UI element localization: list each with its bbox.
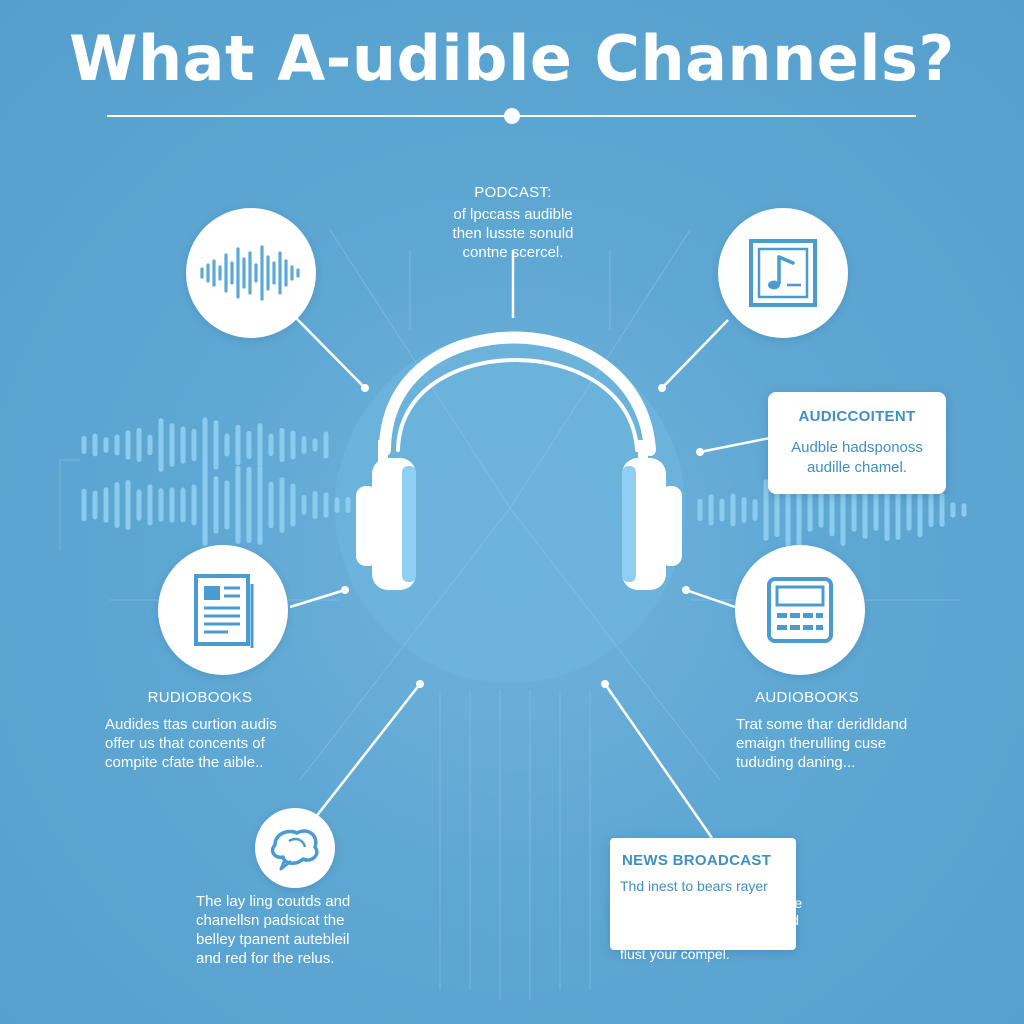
document-node[interactable] [158,545,288,675]
chat-bubbles-node[interactable] [255,808,335,888]
sound-wave-node[interactable] [186,208,316,338]
page-title: What A-udible Channels? [69,22,955,95]
podcast-line-3: contne scercel. [462,244,564,261]
sound-wave-icon [200,245,300,301]
left-waveform [81,417,362,547]
connector-lines [289,250,771,839]
podcast-line-2: then lusste sonuld [452,225,574,242]
audiobooks-left-line-1: Audides ttas curtion audis [105,716,277,733]
chat-line-4: and red for the relus. [196,950,335,967]
news-line-4: cairing the the cosdagetring [620,929,792,945]
podcast-text: PODCAST: of lpccass audible then lusste … [413,183,613,262]
audio-content-body: Audble hadsponoss audille chamel. [768,438,946,478]
audiobooks-right-line-3: tududing daning... [736,754,856,771]
audiobooks-right-heading: AUDIOBOOKS [755,689,859,706]
audiobooks-left-line-2: offer us that concents of [105,735,265,752]
connector-dots [341,384,704,688]
audiobooks-left-heading: RUDIOBOOKS [147,689,253,706]
news-broadcast-body: Thd inest to bears rayer sedut a sate th… [620,878,850,963]
news-line-5: flust your compel. [620,946,730,962]
document-icon [194,574,254,648]
music-note-node[interactable] [718,208,848,338]
news-line-2: sedut a sate that, kinlecht the [620,895,803,911]
audiobooks-right-line-2: emaign therulling cuse [736,735,887,752]
news-broadcast-heading: NEWS BROADCAST [622,852,772,869]
news-broadcast-card: NEWS BROADCAST [610,838,796,950]
podcast-line-1: of lpccass audible [453,206,573,223]
chat-text: The lay ling coutds and chanellsn padsic… [196,892,416,968]
audio-content-line-2: audille chamel. [806,459,908,476]
title-divider [107,108,916,124]
headphones-icon [356,331,682,590]
chat-line-3: belley tpanent autebleil [196,931,350,948]
podcast-heading: PODCAST: [474,184,552,201]
audiobooks-left-line-3: compite cfate the aible.. [105,754,264,771]
news-line-3: mis a gutness ansotring, and [620,912,799,928]
audiobooks-right-text: AUDIOBOOKS Trat some thar deridldand ema… [732,688,952,772]
chat-line-1: The lay ling coutds and [196,893,351,910]
chat-line-2: chanellsn padsicat the [196,912,345,929]
chat-bubbles-icon [270,829,319,871]
audiobooks-right-line-1: Trat some thar deridldand [736,716,908,733]
audio-content-line-1: Audble hadsponoss [791,439,923,456]
audio-content-card: AUDICCOITENT Audble hadsponoss audille c… [768,392,946,494]
radial-lines [59,229,960,1000]
calculator-icon [767,577,833,643]
calculator-node[interactable] [735,545,865,675]
music-note-icon [749,239,817,307]
audio-content-heading: AUDICCOITENT [798,408,916,425]
news-line-1: Thd inest to bears rayer [620,878,768,894]
audiobooks-left-text: RUDIOBOOKS Audides ttas curtion audis of… [100,688,320,772]
